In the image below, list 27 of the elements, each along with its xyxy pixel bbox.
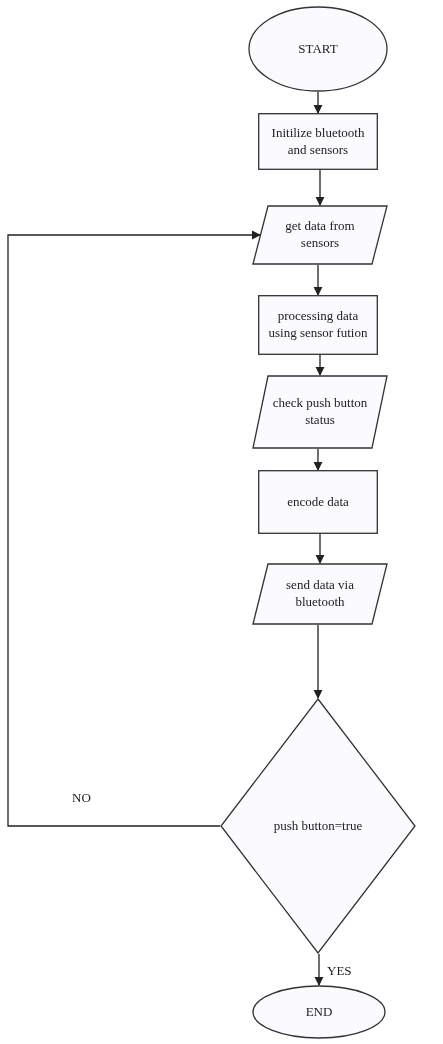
node-text: processing data using sensor fution bbox=[267, 308, 369, 342]
process-box bbox=[258, 470, 378, 534]
io-parallelogram bbox=[252, 563, 388, 625]
node-text: END bbox=[305, 1003, 333, 1021]
arrow bbox=[315, 533, 325, 564]
arrow bbox=[314, 953, 324, 986]
arrow bbox=[7, 230, 261, 827]
arrow bbox=[315, 169, 325, 206]
node-text: push button=true bbox=[273, 817, 363, 835]
arrow bbox=[315, 354, 325, 376]
io-parallelogram bbox=[252, 375, 388, 449]
node-text: send data via bluetooth bbox=[285, 577, 355, 611]
process-box bbox=[258, 295, 378, 355]
node-text: Initilize bluetooth and sensors bbox=[270, 124, 366, 159]
node-text: check push button status bbox=[272, 395, 368, 429]
terminator-ellipse bbox=[252, 985, 386, 1039]
decision-diamond bbox=[220, 698, 416, 954]
arrow bbox=[313, 91, 323, 114]
node-text: encode data bbox=[287, 493, 349, 511]
node-text: get data from sensors bbox=[284, 218, 356, 252]
arrow bbox=[313, 448, 323, 471]
node-text: START bbox=[298, 40, 338, 58]
arrow bbox=[313, 624, 323, 699]
arrow bbox=[313, 264, 323, 296]
io-parallelogram bbox=[252, 205, 388, 265]
process-box bbox=[258, 113, 378, 170]
terminator-ellipse bbox=[248, 6, 388, 92]
